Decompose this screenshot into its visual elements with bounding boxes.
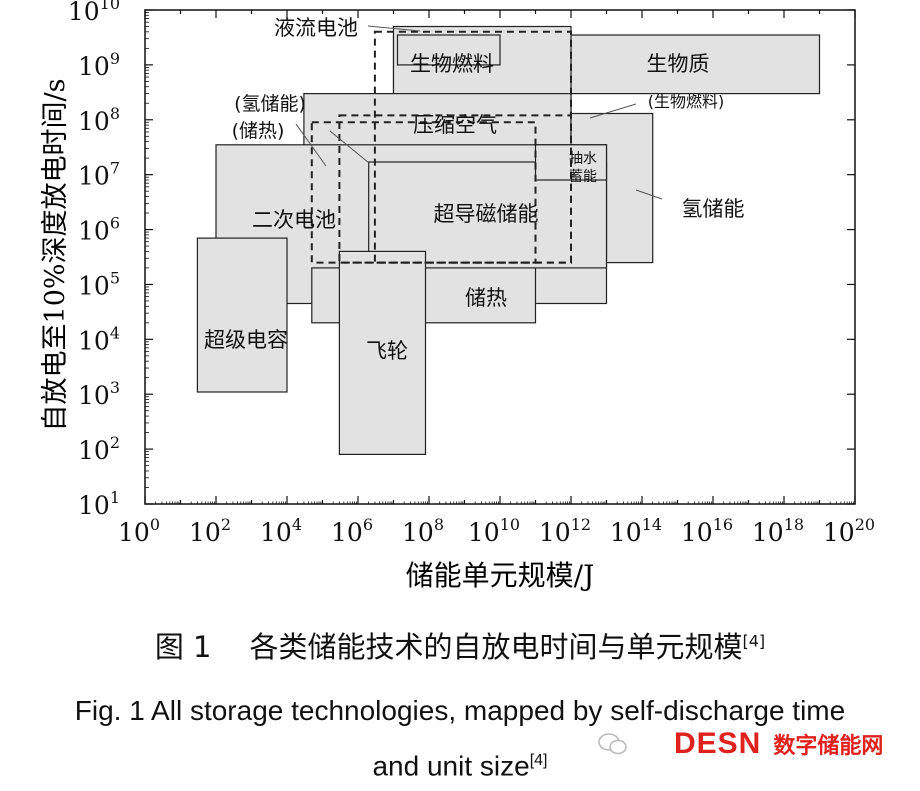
x-axis-label: 储能单元规模/J <box>406 559 595 592</box>
x-tick-label: 106 <box>331 515 373 547</box>
chart: 100 102 104 106 108 1010 1012 1014 1016 1018 1020 1… <box>40 0 875 592</box>
dashed-region-13 <box>373 30 572 264</box>
y-tick-label: 101 <box>78 488 120 520</box>
label-heat-paren: (储热) <box>232 120 285 142</box>
y-axis-label: 自放电至10%深度放电时间/s <box>40 79 71 432</box>
label-hydrogen: 氢储能 <box>682 197 745 221</box>
x-tick-label: 1012 <box>539 515 591 547</box>
x-tick-label: 100 <box>118 515 160 547</box>
x-tick-label: 104 <box>260 515 302 547</box>
y-tick-label: 108 <box>78 104 120 136</box>
caption-chinese: 图 1 各类储能技术的自放电时间与单元规模[4] <box>0 624 920 666</box>
label-smes: 超导磁储能 <box>434 202 539 226</box>
label-biofuel: 生物燃料 <box>410 52 494 76</box>
label-flow-battery: 液流电池 <box>274 16 358 40</box>
leader-lines <box>295 25 663 200</box>
dashed-region-11 <box>310 121 537 264</box>
y-tick-label: 106 <box>78 214 120 246</box>
caption-en-line2: and unit size <box>372 750 530 782</box>
x-tick-label: 1010 <box>468 515 520 547</box>
x-tick-label: 1016 <box>681 515 733 547</box>
y-tick-label: 104 <box>78 323 120 355</box>
x-tick-label: 108 <box>402 515 444 547</box>
wechat-icon <box>598 733 627 755</box>
y-tick-label: 103 <box>78 378 120 410</box>
dashed-region-layer <box>310 30 572 264</box>
label-pumped-line1: 抽水 <box>569 151 597 167</box>
label-biofuel-paren: (生物燃料) <box>648 92 725 111</box>
y-tick-label: 1010 <box>68 0 120 26</box>
label-pumped-line2: 蓄能 <box>569 169 597 185</box>
tick-layer <box>144 9 856 505</box>
label-secondary-battery: 二次电池 <box>252 208 336 232</box>
label-biomass: 生物质 <box>647 52 710 76</box>
x-tick-label: 1018 <box>752 515 804 547</box>
label-heat: 储热 <box>465 286 507 310</box>
label-flywheel: 飞轮 <box>366 339 408 363</box>
y-tick-label: 102 <box>78 433 120 465</box>
caption-en-reference: [4] <box>529 752 548 769</box>
y-tick-label: 105 <box>78 268 120 300</box>
watermark: DESN 数字储能网 <box>598 726 918 762</box>
region-2 <box>396 34 501 66</box>
region-9 <box>196 237 288 393</box>
caption-reference: [4] <box>742 631 766 651</box>
region-layer <box>196 25 821 455</box>
x-tick-label: 102 <box>189 515 231 547</box>
label-supercap: 超级电容 <box>204 328 288 352</box>
watermark-site: 数字储能网 <box>773 734 884 759</box>
label-hydrogen-paren: (氢储能) <box>234 93 306 115</box>
y-tick-label: 109 <box>78 49 120 81</box>
watermark-brand: DESN <box>674 727 762 760</box>
region-10 <box>338 250 427 455</box>
caption-figure-number: 图 1 <box>154 630 212 664</box>
x-tick-label: 1014 <box>610 515 662 547</box>
caption-title: 各类储能技术的自放电时间与单元规模 <box>249 630 743 664</box>
tick-label-layer: 100 102 104 106 108 1010 1012 1014 1016 1018 1020 1… <box>68 0 875 547</box>
caption-en-line1: Fig. 1 All storage technologies, mapped … <box>74 695 846 726</box>
x-tick-label: 1020 <box>823 515 875 547</box>
y-tick-label: 107 <box>78 159 120 191</box>
label-compressed-air: 压缩空气 <box>413 113 497 137</box>
